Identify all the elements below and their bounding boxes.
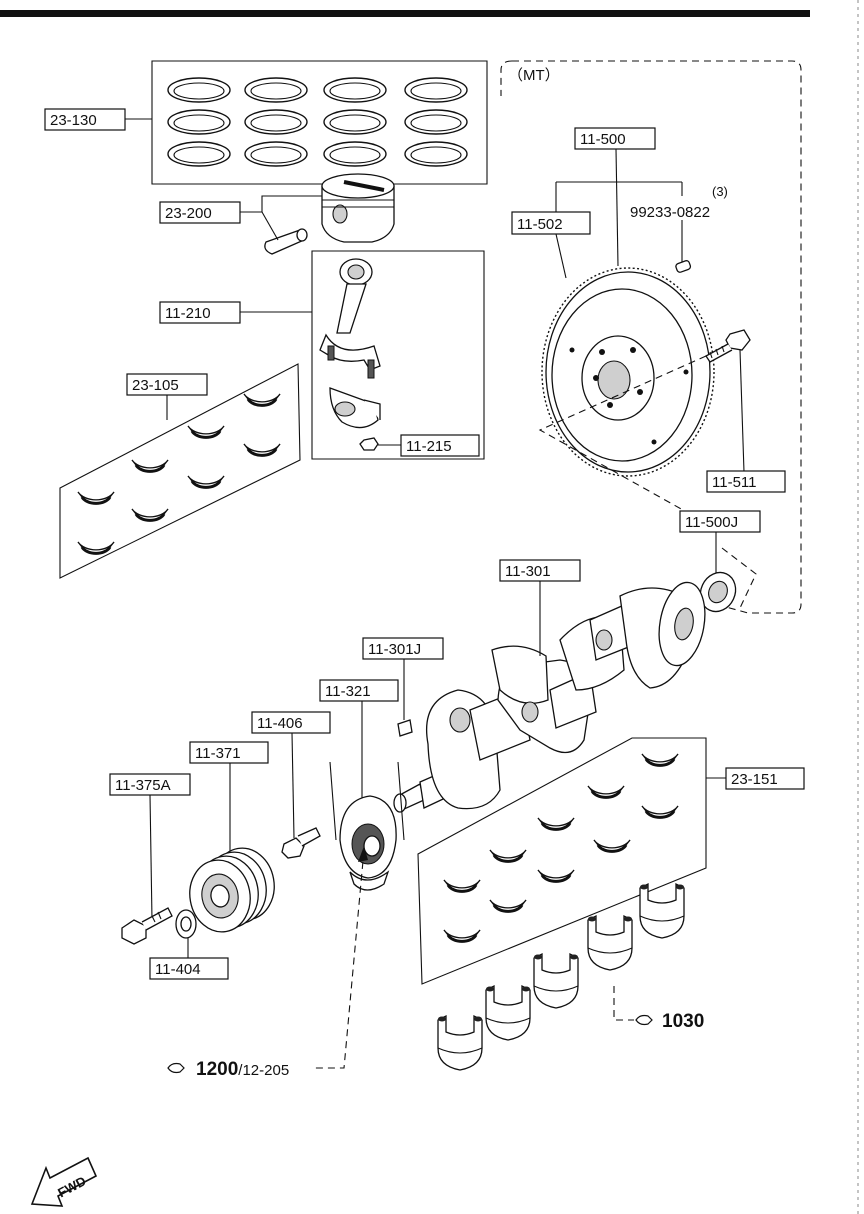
part-number: 11-500 — [580, 131, 626, 148]
part-number: 11-210 — [165, 305, 211, 322]
label-23-151[interactable]: 23-151 — [725, 767, 805, 790]
ref-1200[interactable]: 1200/12-205 — [167, 1059, 289, 1080]
label-11-371[interactable]: 11-371 — [189, 741, 269, 764]
conn-rod-nut — [359, 437, 379, 451]
flywheel — [541, 267, 715, 477]
conn-rod-cap — [329, 387, 381, 429]
pulley-plug — [281, 827, 321, 859]
part-number: 23-200 — [165, 205, 212, 222]
label-11-404[interactable]: 11-404 — [149, 957, 229, 980]
mt-group-label: （MT） — [508, 67, 560, 84]
part-number: 11-301 — [505, 563, 551, 580]
fastener-part-number: 99233-0822 — [630, 204, 710, 221]
ref-number: 1200 — [196, 1059, 238, 1080]
timing-pulley — [329, 761, 405, 891]
label-11-500[interactable]: 11-500 — [574, 127, 656, 150]
crankshaft — [393, 581, 706, 813]
label-11-210[interactable]: 11-210 — [159, 301, 241, 324]
part-number: 11-375A — [115, 777, 171, 794]
pulley-washer — [175, 909, 197, 939]
part-number: 11-371 — [195, 745, 241, 762]
reference-arrow-icon — [635, 1014, 653, 1026]
ref-number: 1030 — [662, 1011, 704, 1032]
ref-page: /12-205 — [238, 1062, 289, 1079]
label-11-500J[interactable]: 11-500J — [679, 510, 761, 533]
part-number: 11-404 — [155, 961, 201, 978]
part-number: 23-130 — [50, 112, 97, 129]
conn-rod — [319, 258, 381, 379]
part-number: 11-511 — [712, 474, 756, 491]
piston-pin — [264, 228, 308, 255]
ref-1030[interactable]: 1030 — [635, 1011, 704, 1032]
label-23-105[interactable]: 23-105 — [126, 373, 208, 396]
part-number: 11-321 — [325, 683, 371, 700]
label-11-406[interactable]: 11-406 — [251, 711, 331, 734]
pulley-bolt — [121, 907, 173, 945]
label-11-301[interactable]: 11-301 — [499, 559, 581, 582]
fastener-qty: (3) — [712, 184, 728, 199]
part-number: 11-301J — [368, 641, 421, 658]
dowel-pin — [675, 260, 692, 273]
pilot-bearing — [699, 571, 737, 613]
piston-rings-group — [125, 60, 488, 185]
main-bearing-caps — [437, 883, 685, 1071]
part-number: 11-406 — [257, 715, 303, 732]
crank-key — [397, 719, 413, 737]
label-23-130[interactable]: 23-130 — [44, 108, 126, 131]
conn-rod-bearings-group — [59, 363, 301, 579]
crank-pulley — [189, 847, 275, 933]
label-23-200[interactable]: 23-200 — [159, 201, 241, 224]
conn-rod-group — [240, 250, 485, 460]
flywheel-bolt — [705, 329, 751, 363]
main-bearings-group — [417, 737, 726, 985]
part-number: 11-215 — [406, 438, 452, 455]
fwd-arrow-icon: FWD — [30, 1156, 98, 1207]
label-11-301J[interactable]: 11-301J — [362, 637, 444, 660]
header-bar — [0, 10, 810, 17]
part-number: 11-502 — [517, 216, 563, 233]
label-11-375A[interactable]: 11-375A — [109, 773, 191, 796]
label-11-511[interactable]: 11-511 — [706, 470, 786, 493]
piston — [321, 173, 395, 243]
ref-text: 1200/12-205 — [196, 1059, 289, 1080]
label-11-502[interactable]: 11-502 — [511, 211, 591, 235]
part-number: 11-500J — [685, 514, 738, 531]
part-number: 23-151 — [731, 771, 778, 788]
part-number: 23-105 — [132, 377, 179, 394]
mt-group-outline — [512, 60, 802, 614]
reference-arrow-icon — [167, 1062, 185, 1074]
label-11-321[interactable]: 11-321 — [319, 679, 399, 702]
label-11-215[interactable]: 11-215 — [400, 434, 480, 457]
